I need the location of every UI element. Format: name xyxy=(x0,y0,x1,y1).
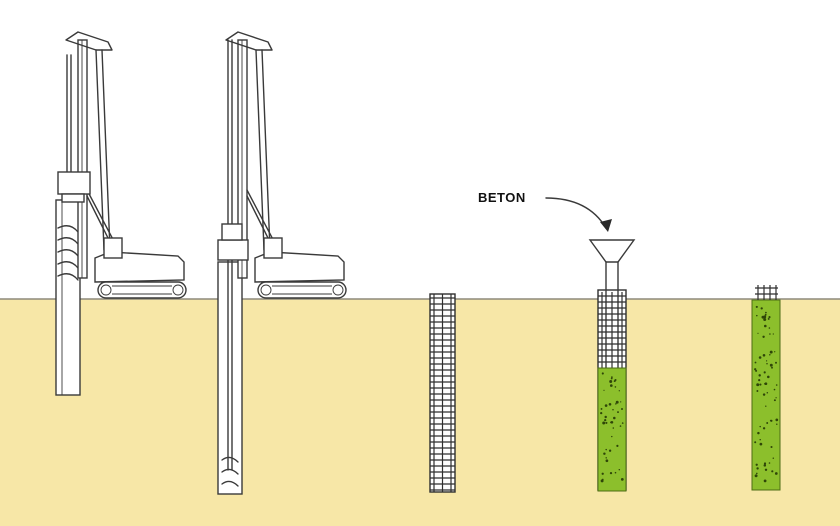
concrete-arrow xyxy=(545,197,607,229)
reinforcement-cage xyxy=(429,293,456,493)
ground xyxy=(0,299,840,526)
tremie-funnel xyxy=(588,239,636,263)
concrete-label: BETON xyxy=(478,190,526,205)
drilling-rig-2 xyxy=(217,31,347,495)
finished-pile xyxy=(751,285,781,491)
mast-head-2 xyxy=(225,31,273,51)
casing-1 xyxy=(55,199,81,396)
casing-2 xyxy=(217,261,243,495)
finished-pile-body xyxy=(751,299,781,491)
mast-1 xyxy=(77,39,88,279)
mast-head-1 xyxy=(65,31,113,51)
rotary-head-1 xyxy=(57,171,91,195)
concrete-arrowhead xyxy=(600,219,612,232)
concrete-pouring: BETON xyxy=(478,190,636,492)
auger-tip-2 xyxy=(221,456,239,487)
auger-flights-1 xyxy=(57,225,79,281)
concrete-fill xyxy=(597,367,627,492)
rotary-head-2 xyxy=(217,239,249,261)
mast-2 xyxy=(237,39,248,279)
drilling-rig-1 xyxy=(55,31,187,396)
